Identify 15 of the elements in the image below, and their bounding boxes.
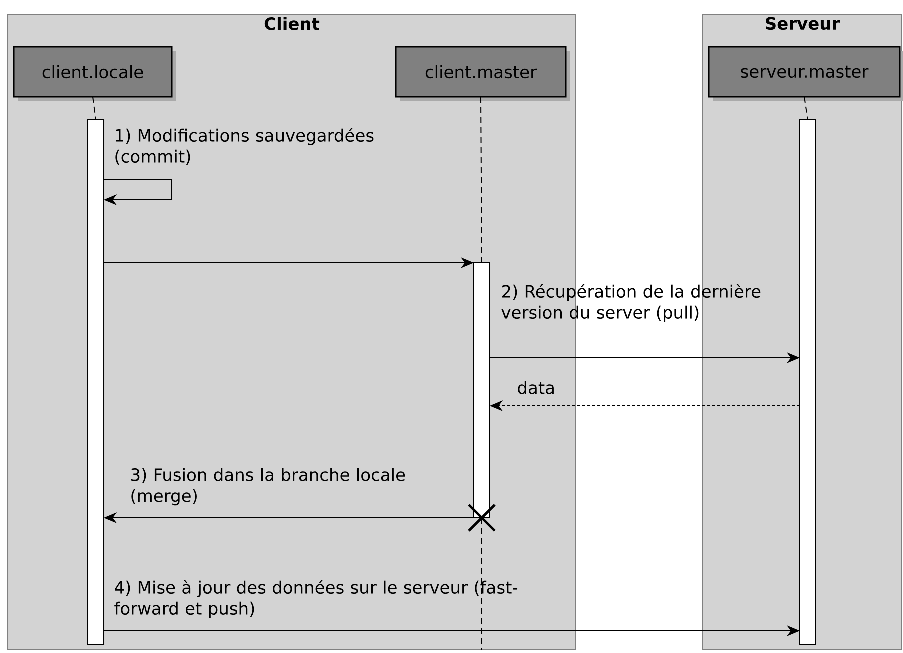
activation-bar xyxy=(800,120,816,646)
message-label: 2) Récupération de la dernière version du server (pull) xyxy=(502,284,761,322)
activation-bar xyxy=(474,262,490,518)
message-label: 1) Modifications sauvegardées (commit) xyxy=(116,128,374,166)
activation-bar xyxy=(88,120,104,646)
participant-box: serveur.master xyxy=(708,46,903,101)
lifeline xyxy=(92,96,96,120)
message-label: 4) Mise à jour des données sur le serveur (fast-forward et push) xyxy=(114,580,518,618)
message-label: data xyxy=(518,381,554,394)
message-arrow xyxy=(104,180,172,206)
lifeline xyxy=(804,96,808,120)
message-label: 3) Fusion dans la branche locale (merge) xyxy=(132,468,406,506)
participant-box: client.master xyxy=(395,46,570,101)
lifeline xyxy=(480,96,482,264)
participant-box: client.locale xyxy=(13,46,176,101)
